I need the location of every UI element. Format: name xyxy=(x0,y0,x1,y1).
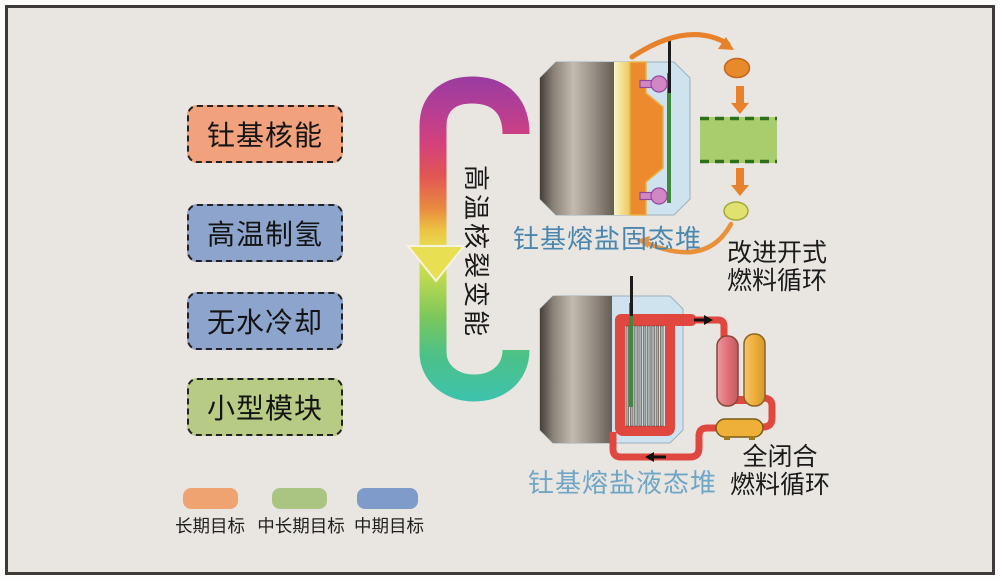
liquid-reactor-label: 钍基熔盐液态堆 xyxy=(528,469,718,498)
legend-label-long-term: 长期目标 xyxy=(175,516,245,536)
fission-energy-label: 高温核裂变能 xyxy=(461,164,490,339)
legend-swatch-mid-long-term xyxy=(272,488,327,509)
open-cycle-label: 改进开式 燃料循环 xyxy=(727,240,827,296)
closed-cycle-label-line2: 燃料循环 xyxy=(729,472,830,499)
open-cycle-label-line1: 改进开式 xyxy=(727,240,828,267)
closed-cycle-label-line1: 全闭合 xyxy=(742,444,818,471)
goal-box-thorium-nuclear: 钍基核能 xyxy=(187,105,343,163)
legend-label-mid-long-term: 中长期目标 xyxy=(257,516,345,536)
goal-box-hydrogen-production: 高温制氢 xyxy=(187,204,343,262)
legend-swatch-mid-term xyxy=(357,488,418,509)
goal-box-small-module: 小型模块 xyxy=(187,378,343,436)
closed-cycle-label: 全闭合 燃料循环 xyxy=(722,444,838,500)
legend-swatch-long-term xyxy=(183,488,238,509)
open-cycle-label-line2: 燃料循环 xyxy=(727,268,828,295)
figure-frame xyxy=(5,5,995,575)
goal-box-waterless-cooling: 无水冷却 xyxy=(187,292,343,350)
solid-reactor-label: 钍基熔盐固态堆 xyxy=(513,225,703,254)
legend-label-mid-term: 中期目标 xyxy=(354,516,424,536)
